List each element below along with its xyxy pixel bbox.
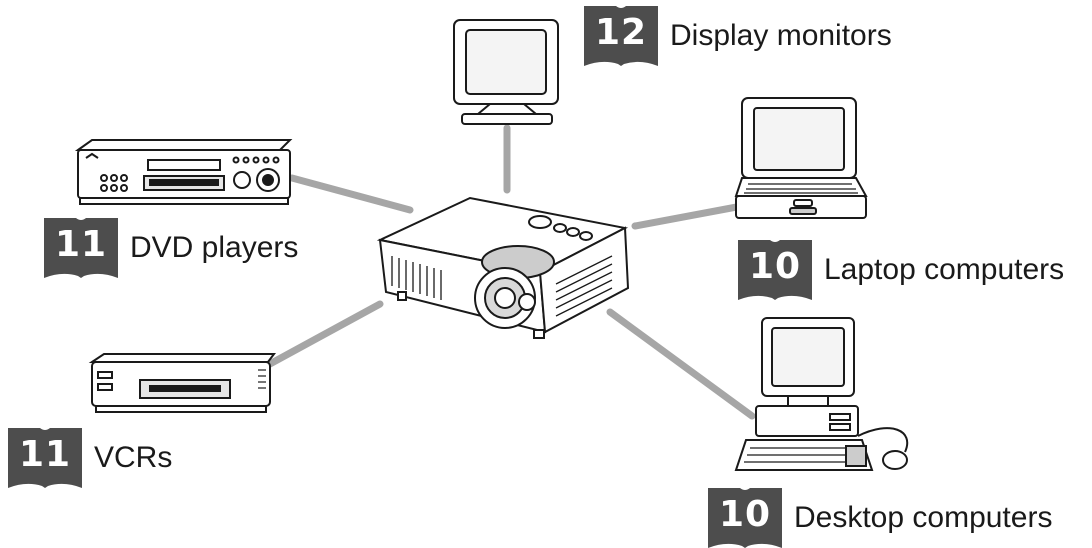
monitor-icon: [453, 19, 559, 125]
label-text: Laptop computers: [824, 253, 1065, 286]
label-text: Desktop computers: [794, 501, 1053, 534]
book-page-icon: 10: [738, 240, 812, 300]
book-page-icon: 10: [708, 488, 782, 548]
projector-icon: [376, 196, 630, 339]
book-page-icon: 11: [44, 218, 118, 278]
label-text: DVD players: [130, 231, 299, 264]
line-dvd: [288, 174, 414, 214]
dvd-player-icon: [74, 139, 293, 205]
label-laptop-computers: 10 Laptop computers: [738, 240, 1064, 300]
line-desktop: [606, 308, 756, 420]
label-vcrs: 11 VCRs: [8, 428, 172, 488]
line-vcr: [264, 300, 384, 369]
label-text: VCRs: [94, 441, 173, 474]
book-page-icon: 12: [584, 6, 658, 66]
laptop-icon: [734, 97, 868, 219]
label-display-monitors: 12 Display monitors: [584, 6, 892, 66]
book-page-icon: 11: [8, 428, 82, 488]
label-desktop-computers: 10 Desktop computers: [708, 488, 1052, 548]
label-text: Display monitors: [670, 19, 892, 52]
page-number: 11: [54, 224, 108, 265]
desktop-computer-icon: [734, 317, 909, 471]
page-number: 10: [748, 246, 802, 287]
vcr-icon: [88, 353, 276, 413]
page-number: 12: [594, 12, 648, 53]
page-number: 10: [718, 494, 772, 535]
label-dvd-players: 11 DVD players: [44, 218, 298, 278]
page-number: 11: [18, 434, 72, 475]
line-laptop: [631, 202, 746, 230]
